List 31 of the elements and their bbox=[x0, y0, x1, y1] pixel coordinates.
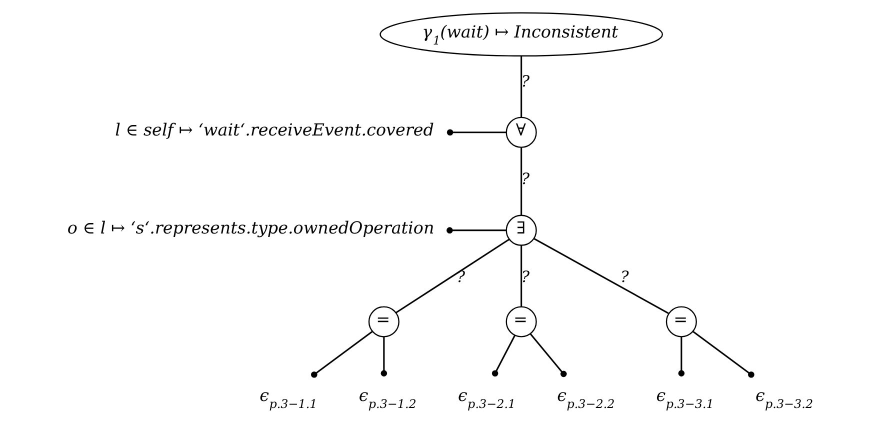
node-circle: = bbox=[666, 306, 697, 338]
node-circle: ∀ bbox=[506, 116, 537, 148]
connector bbox=[446, 227, 506, 234]
connector bbox=[520, 148, 522, 216]
connector bbox=[446, 129, 506, 136]
node-circle: = bbox=[506, 306, 537, 338]
node-text: l ∈ self ↦ ‘wait‘.receiveEvent.covered bbox=[115, 120, 434, 140]
node-ellipse: γ$_{1}$(wait) ↦ Inconsistent bbox=[380, 12, 663, 56]
edge-label: ? bbox=[521, 170, 530, 188]
connector bbox=[395, 238, 510, 314]
node-circle: = bbox=[368, 306, 400, 338]
node-text: ϵ$_{p.3−3.2}$ bbox=[755, 384, 814, 411]
node-text: ϵ$_{p.3−2.1}$ bbox=[458, 384, 516, 411]
connector bbox=[492, 335, 516, 377]
connector bbox=[520, 56, 522, 118]
edge-label: ? bbox=[521, 268, 530, 286]
edge-label: ? bbox=[620, 268, 629, 286]
connector bbox=[520, 245, 522, 306]
node-text: o ∈ l ↦ ‘s‘.represents.type.ownedOperation bbox=[67, 218, 434, 238]
connector bbox=[692, 331, 754, 378]
node-text: ϵ$_{p.3−2.2}$ bbox=[557, 384, 615, 411]
connector bbox=[380, 336, 388, 376]
node-circle: ∃ bbox=[506, 214, 537, 246]
node-text: ϵ$_{p.3−1.1}$ bbox=[260, 384, 318, 411]
connector bbox=[530, 333, 567, 378]
connector bbox=[534, 238, 669, 314]
node-text: ϵ$_{p.3−1.2}$ bbox=[358, 384, 416, 411]
connector bbox=[678, 336, 685, 376]
connector bbox=[311, 331, 373, 378]
edge-label: ? bbox=[521, 72, 530, 90]
node-text: ϵ$_{p.3−3.1}$ bbox=[656, 384, 714, 411]
